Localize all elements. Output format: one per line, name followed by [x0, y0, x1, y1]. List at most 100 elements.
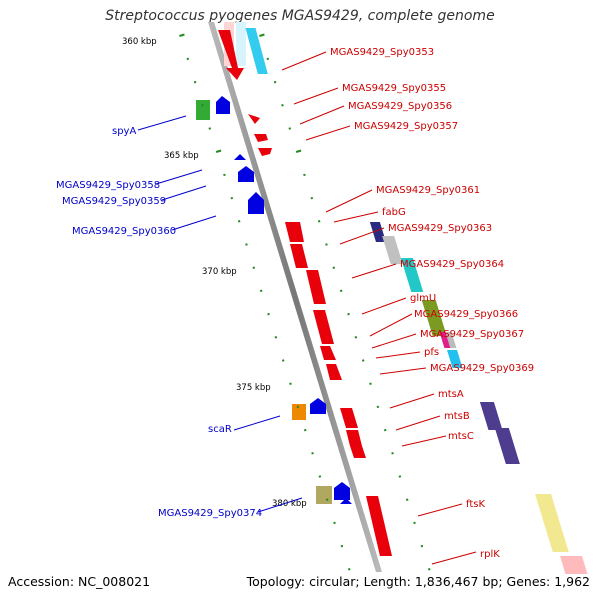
scale-tick [361, 359, 365, 362]
right-gene-labels: MGAS9429_Spy0353 MGAS9429_Spy0355 MGAS94… [281, 47, 534, 565]
scale-tick [201, 104, 204, 107]
scale-tick [325, 498, 329, 501]
scale-tick [340, 544, 344, 548]
gene-rplK-box [559, 556, 588, 574]
genome-backbone [208, 22, 382, 572]
scale-tick [215, 149, 222, 153]
scale-tick [339, 289, 343, 293]
scale-tick [413, 521, 416, 525]
gene-spy0353-b [245, 28, 268, 74]
gene-label: ftsK [466, 499, 485, 510]
gene-label: MGAS9429_Spy0360 [72, 226, 176, 237]
scale-tick [273, 80, 277, 84]
gene-spyA [216, 96, 230, 114]
gene-label: mtsA [438, 389, 464, 400]
gene-label: rplK [480, 549, 500, 560]
gene-label: MGAS9429_Spy0361 [376, 185, 480, 196]
scale-tick [296, 405, 300, 409]
scale-tick [281, 104, 284, 107]
forward-genes [218, 28, 588, 574]
gene-mtsC-box [494, 428, 520, 464]
scale-tick [186, 57, 190, 61]
gene-spy0361 [285, 222, 304, 242]
gene-spy0358 [234, 154, 246, 160]
scale-tick [303, 428, 307, 432]
scale-tick [193, 80, 197, 84]
gene-label: mtsB [444, 411, 470, 422]
gene-spy0355 [248, 114, 260, 124]
scale-tick [391, 452, 394, 455]
kbp-label: 365 kbp [164, 151, 199, 161]
scale-tick [398, 475, 402, 478]
scale-tick [303, 173, 306, 177]
scale-tick [310, 196, 314, 200]
gene-spy0363 [290, 244, 308, 268]
scale-tick [259, 289, 263, 293]
gene-label: MGAS9429_Spy0357 [354, 121, 458, 132]
scale-tick [245, 243, 248, 246]
scale-tick [347, 312, 350, 316]
kbp-label: 370 kbp [202, 267, 237, 277]
gene-label: pfs [424, 347, 439, 358]
scale-tick [427, 568, 431, 571]
gene-fabG [369, 222, 386, 242]
gene-label: MGAS9429_Spy0359 [62, 196, 166, 207]
gene-shadow [236, 22, 246, 66]
scale-tick [237, 220, 241, 223]
gene-label: spyA [112, 126, 136, 137]
accession-text: Accession: NC_008021 [8, 574, 151, 589]
scale-tick [317, 220, 321, 223]
scale-tick [289, 382, 292, 385]
gene-spy0357 [258, 148, 272, 156]
gene-label: MGAS9429_Spy0363 [388, 223, 492, 234]
gene-spy0367-box [439, 332, 451, 348]
gene-mtsC [350, 446, 366, 458]
gene-mtsB [346, 430, 362, 446]
gene-spy0353 [218, 30, 244, 80]
kbp-label: 380 kbp [272, 499, 307, 509]
gene-label: MGAS9429_Spy0367 [420, 329, 524, 340]
kbp-label: 375 kbp [236, 383, 271, 393]
scale-tick [333, 521, 336, 525]
gene-spy0374-box [316, 486, 332, 504]
gene-scaR [310, 398, 326, 414]
scale-tick [281, 359, 285, 362]
gene-spy0356 [254, 134, 268, 142]
scale-tick [274, 336, 278, 339]
gene-spy0369-box [447, 350, 463, 368]
gene-label: MGAS9429_Spy0353 [330, 47, 434, 58]
scale-tick [288, 127, 292, 130]
scale-tick [420, 544, 424, 548]
gene-ftsK-box [535, 494, 569, 552]
scale-tick [347, 568, 351, 571]
gene-spy0374 [334, 482, 350, 500]
scale-tick [266, 57, 270, 61]
scale-tick [223, 173, 226, 177]
topology-text: Topology: circular; Length: 1,836,467 bp… [246, 574, 590, 589]
scale-tick [325, 243, 328, 246]
gene-scaR-box [292, 404, 306, 420]
scale-tick [318, 475, 322, 478]
gene-mtsA-box [479, 402, 503, 430]
gene-spy0366-box [421, 300, 447, 336]
gene-pfs-box [445, 332, 457, 348]
gene-spy0363-b [382, 236, 403, 264]
map-title: Streptococcus pyogenes MGAS9429, complet… [105, 8, 495, 24]
scale-ticks [179, 33, 431, 571]
gene-label: MGAS9429_Spy0356 [348, 101, 452, 112]
kbp-labels: 360 kbp 365 kbp 370 kbp 375 kbp 380 kbp [122, 37, 307, 509]
gene-spy0364 [306, 270, 326, 304]
scale-tick [259, 33, 265, 37]
scale-tick [332, 266, 336, 269]
gene-mtsA [340, 408, 358, 428]
gene-label: MGAS9429_Spy0374 [158, 508, 262, 519]
gene-label: glmU [410, 293, 436, 304]
scale-tick [267, 312, 270, 316]
reverse-genes [196, 96, 352, 504]
scale-tick [179, 33, 185, 37]
gene-label: MGAS9429_Spy0358 [56, 180, 160, 191]
scale-tick [230, 196, 234, 200]
gene-label: MGAS9429_Spy0355 [342, 83, 446, 94]
scale-tick [208, 127, 212, 130]
gene-glmU [313, 310, 334, 344]
